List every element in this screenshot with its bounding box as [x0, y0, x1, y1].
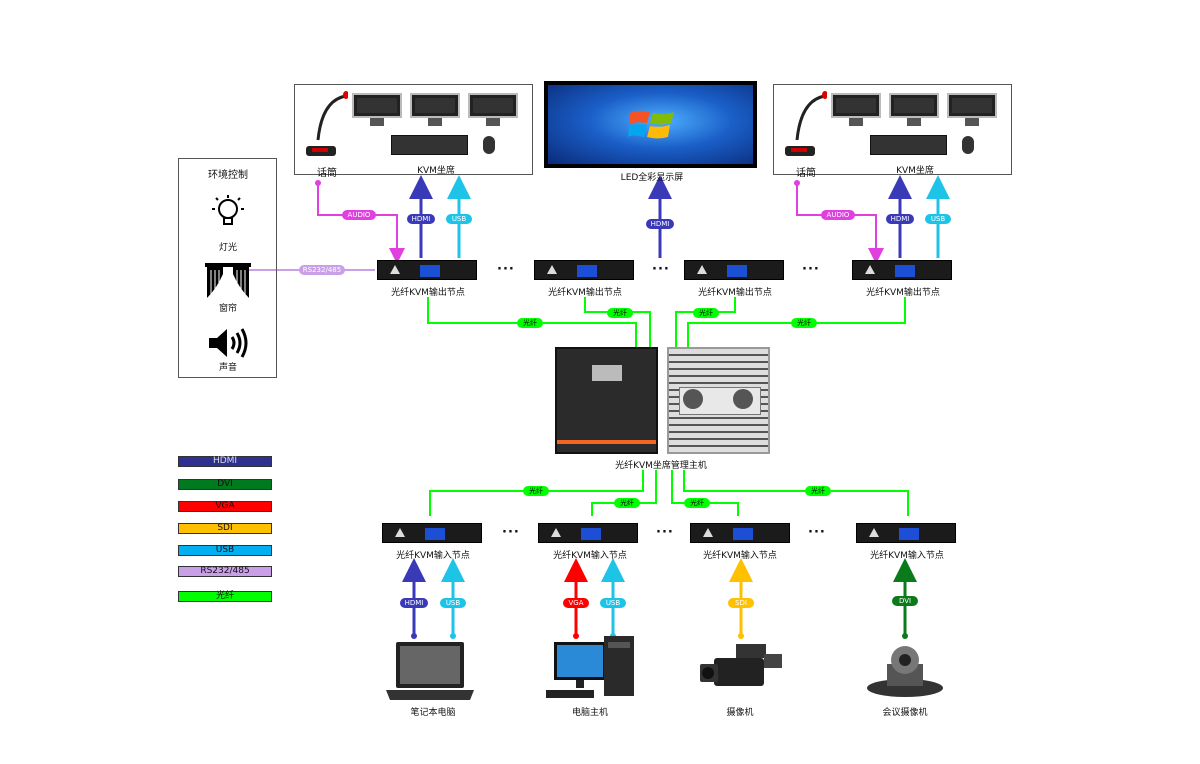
hdmi-badge: HDMI	[407, 214, 435, 224]
vga-badge: VGA	[563, 598, 589, 608]
speaker-icon	[209, 328, 248, 358]
env-title: 环境控制	[208, 170, 248, 181]
fiber-line-in-2	[591, 470, 657, 516]
mic-label-right: 话筒	[796, 168, 816, 179]
legend-fiber: 光纤	[178, 591, 272, 602]
conference-camera-icon	[867, 646, 943, 697]
legend-rs232: RS232/485	[178, 566, 272, 577]
output-node-label: 光纤KVM输出节点	[391, 288, 465, 298]
output-node	[684, 260, 784, 280]
audio-badge: AUDIO	[342, 210, 376, 220]
input-node-label: 光纤KVM输入节点	[396, 551, 470, 561]
hdmi-badge: HDMI	[886, 214, 914, 224]
desktop-pc-icon	[546, 636, 634, 698]
lightbulb-icon	[212, 195, 244, 225]
environment-control-box	[178, 158, 277, 378]
seat-label-left: KVM坐席	[417, 166, 455, 176]
ellipsis: ···	[656, 525, 674, 540]
windows-logo-icon	[628, 110, 674, 139]
usb-badge: USB	[600, 598, 626, 608]
device-label: 电脑主机	[571, 708, 609, 718]
video-camera-icon	[700, 644, 782, 686]
input-node	[856, 523, 956, 543]
input-node	[690, 523, 790, 543]
legend-dvi: DVI	[178, 479, 272, 490]
led-screen	[544, 81, 757, 168]
input-node-label: 光纤KVM输入节点	[870, 551, 944, 561]
sdi-badge: SDI	[728, 598, 754, 608]
mic-label-left: 话筒	[317, 168, 337, 179]
usb-badge: USB	[925, 214, 951, 224]
monitor-icon	[889, 93, 939, 118]
host-chassis-front	[555, 347, 658, 454]
microphone-icon	[785, 91, 827, 156]
audio-badge: AUDIO	[821, 210, 855, 220]
legend-vga: VGA	[178, 501, 272, 512]
mouse-icon	[962, 136, 974, 154]
curtain-icon	[205, 263, 251, 298]
monitor-icon	[410, 93, 460, 118]
legend-usb: USB	[178, 545, 272, 556]
output-node-label: 光纤KVM输出节点	[698, 288, 772, 298]
hdmi-badge: HDMI	[646, 219, 674, 229]
dvi-badge: DVI	[892, 596, 918, 606]
output-node	[534, 260, 634, 280]
usb-badge: USB	[440, 598, 466, 608]
ellipsis: ···	[808, 525, 826, 540]
mouse-icon	[483, 136, 495, 154]
monitor-icon	[831, 93, 881, 118]
output-node-label: 光纤KVM输出节点	[548, 288, 622, 298]
output-node	[852, 260, 952, 280]
host-label: 光纤KVM坐席管理主机	[615, 461, 707, 471]
sound-label: 声音	[218, 363, 238, 373]
fiber-badge: 光纤	[523, 486, 549, 496]
monitor-icon	[352, 93, 402, 118]
device-label: 会议摄像机	[882, 708, 928, 718]
light-label: 灯光	[218, 243, 238, 253]
fiber-badge: 光纤	[517, 318, 543, 328]
curtain-label: 窗帘	[218, 304, 238, 314]
monitor-icon	[947, 93, 997, 118]
fiber-badge: 光纤	[791, 318, 817, 328]
ellipsis: ···	[802, 262, 820, 277]
output-node-label: 光纤KVM输出节点	[866, 288, 940, 298]
keyboard-icon	[391, 135, 468, 155]
fiber-badge: 光纤	[607, 308, 633, 318]
seat-label-right: KVM坐席	[896, 166, 934, 176]
host-chassis-back	[667, 347, 770, 454]
led-label: LED全彩显示屏	[620, 173, 684, 183]
legend-hdmi: HDMI	[178, 456, 272, 467]
fiber-badge: 光纤	[684, 498, 710, 508]
rs232-badge: RS232/485	[299, 265, 345, 275]
device-label: 摄像机	[726, 708, 754, 718]
fiber-line-in-4	[683, 470, 909, 516]
keyboard-icon	[870, 135, 947, 155]
input-node-label: 光纤KVM输入节点	[703, 551, 777, 561]
input-node-label: 光纤KVM输入节点	[553, 551, 627, 561]
ellipsis: ···	[502, 525, 520, 540]
legend-sdi: SDI	[178, 523, 272, 534]
output-node	[377, 260, 477, 280]
microphone-icon	[306, 91, 348, 156]
fiber-badge: 光纤	[693, 308, 719, 318]
fiber-badge: 光纤	[614, 498, 640, 508]
device-label: 笔记本电脑	[410, 708, 456, 718]
fiber-line-in-3	[671, 470, 739, 516]
hdmi-badge: HDMI	[400, 598, 428, 608]
monitor-icon	[468, 93, 518, 118]
fiber-badge: 光纤	[805, 486, 831, 496]
ellipsis: ···	[652, 262, 670, 277]
usb-badge: USB	[446, 214, 472, 224]
ellipsis: ···	[497, 262, 515, 277]
laptop-icon	[386, 642, 474, 700]
input-node	[538, 523, 638, 543]
input-node	[382, 523, 482, 543]
